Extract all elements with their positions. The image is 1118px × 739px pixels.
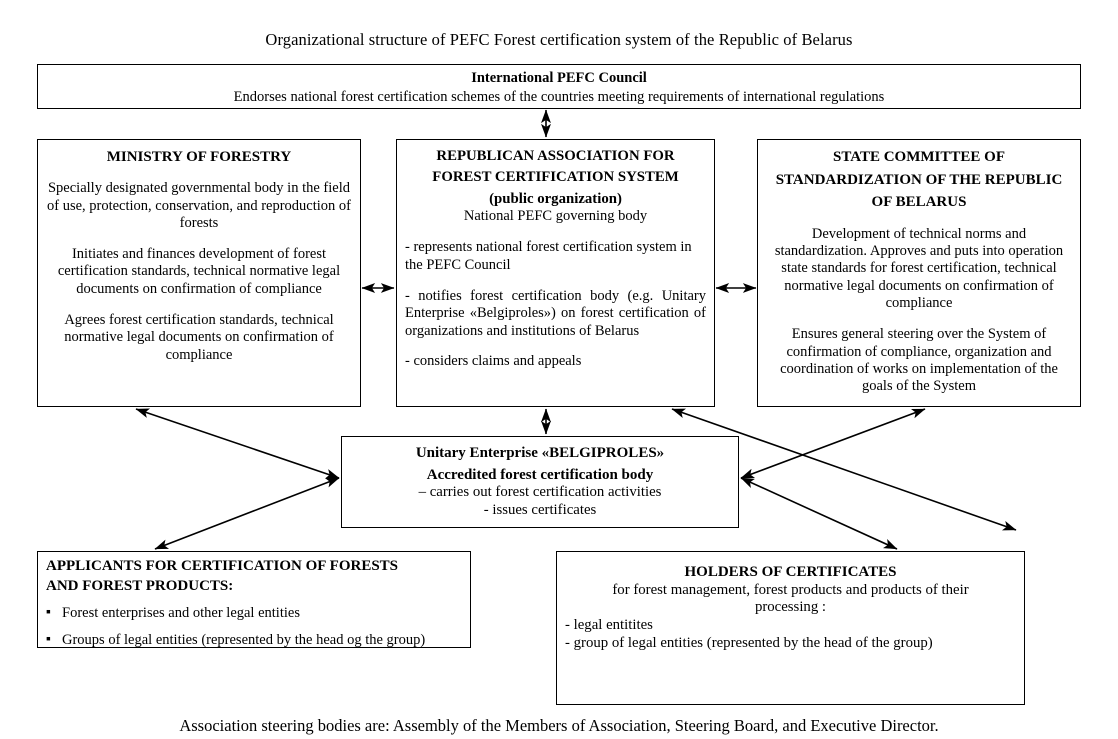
association-paragraph-3: - considers claims and appeals	[405, 353, 582, 370]
holders-heading: HOLDERS OF CERTIFICATES	[684, 564, 897, 580]
footer-note: Association steering bodies are: Assembl…	[179, 716, 939, 735]
belgiproles-item-2: - issues certificates	[483, 502, 597, 519]
belgiproles-item-1: – carries out forest certification activ…	[418, 484, 662, 501]
applicants-list-item: ▪ Groups of legal entities (represented …	[46, 632, 462, 649]
association-subheading: National PEFC governing body	[463, 208, 648, 225]
association-heading-line-1: REPUBLICAN ASSOCIATION FOR	[436, 148, 675, 164]
holders-item-1: - legal entitites	[565, 617, 653, 634]
standardization-paragraph-2: Ensures general steering over the System…	[780, 326, 1058, 395]
box-republican-association[interactable]: REPUBLICAN ASSOCIATION FOR FOREST CERTIF…	[396, 139, 715, 407]
box-applicants-for-certification[interactable]: APPLICANTS FOR CERTIFICATION OF FORESTS …	[37, 551, 471, 648]
applicants-heading-line-2: AND FOREST PRODUCTS:	[46, 577, 234, 594]
applicants-list-item: ▪ Forest enterprises and other legal ent…	[46, 605, 462, 622]
arrow-belgiproles-holders	[740, 477, 898, 550]
box-ministry-of-forestry[interactable]: MINISTRY OF FORESTRY Specially designate…	[37, 139, 361, 407]
standardization-heading-line-2: STANDARDIZATION OF THE REPUBLIC	[775, 171, 1063, 188]
box-state-committee-standardization[interactable]: STATE COMMITTEE OF STANDARDIZATION OF TH…	[757, 139, 1081, 407]
standardization-heading-line-3: OF BELARUS	[871, 194, 967, 211]
box-unitary-enterprise-belgiproles[interactable]: Unitary Enterprise «BELGIPROLES» Accredi…	[341, 436, 739, 528]
ministry-paragraph-3: Agrees forest certification standards, t…	[64, 311, 334, 363]
ministry-paragraph-2: Initiates and finances development of fo…	[57, 246, 341, 297]
holders-subtitle-line-2: processing :	[754, 599, 827, 616]
applicants-bullet-2-label: Groups of legal entities (represented by…	[62, 632, 426, 649]
holders-subtitle-line-1: for forest management, forest products a…	[612, 581, 969, 598]
spacer	[405, 274, 706, 288]
council-body: Endorses national forest certification s…	[233, 89, 885, 106]
association-heading-line-2: FOREST CERTIFICATION SYSTEM	[432, 169, 679, 186]
belgiproles-heading-line-1: Unitary Enterprise «BELGIPROLES»	[415, 445, 665, 461]
applicants-heading-line-1: APPLICANTS FOR CERTIFICATION OF FORESTS	[46, 558, 399, 574]
applicants-bullet-1-label: Forest enterprises and other legal entit…	[62, 605, 300, 622]
square-bullet-icon: ▪	[46, 605, 51, 621]
spacer	[46, 298, 352, 312]
association-heading-line-3: (public organization)	[489, 190, 622, 207]
box-international-pefc-council[interactable]: International PEFC Council Endorses nati…	[37, 64, 1081, 109]
standardization-paragraph-1: Development of technical norms and stand…	[774, 225, 1064, 312]
council-heading: International PEFC Council	[471, 70, 647, 86]
spacer	[766, 212, 1072, 226]
arrow-belgiproles-standardization	[740, 408, 926, 479]
page-title: Organizational structure of PEFC Forest …	[265, 30, 853, 49]
standardization-heading-line-1: STATE COMMITTEE OF	[833, 149, 1005, 165]
spacer	[46, 232, 352, 246]
box-holders-of-certificates[interactable]: HOLDERS OF CERTIFICATES for forest manag…	[556, 551, 1025, 705]
spacer	[766, 313, 1072, 327]
arrow-applicants-belgiproles	[154, 477, 340, 550]
spacer	[405, 340, 706, 354]
spacer	[46, 167, 352, 181]
arrow-ministry-belgiproles	[135, 408, 340, 479]
spacer	[405, 226, 706, 240]
ministry-paragraph-1: Specially designated governmental body i…	[46, 180, 351, 232]
holders-item-2: - group of legal entities (represented b…	[565, 634, 933, 651]
association-paragraph-2: - notifies forest certification body (e.…	[405, 287, 706, 339]
belgiproles-heading-line-2: Accredited forest certification body	[426, 466, 654, 483]
square-bullet-icon: ▪	[46, 632, 51, 648]
ministry-heading: MINISTRY OF FORESTRY	[106, 149, 292, 165]
association-paragraph-1: - represents national forest certificati…	[405, 239, 692, 273]
